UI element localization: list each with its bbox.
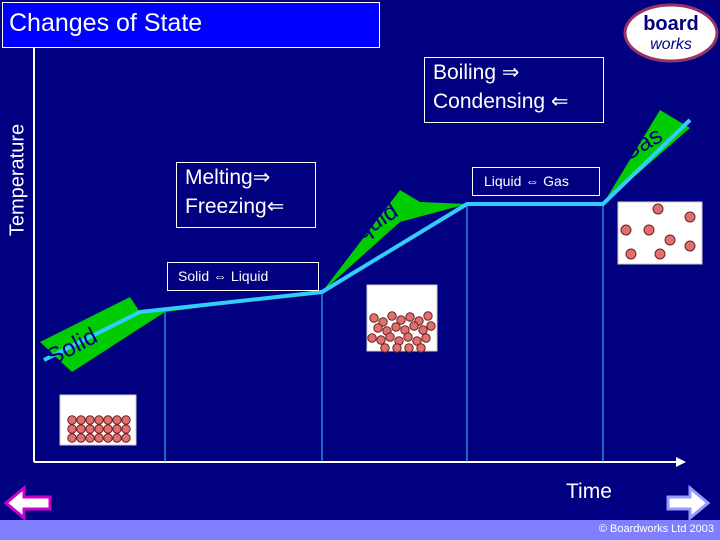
- particle: [625, 248, 637, 260]
- particle: [620, 224, 632, 236]
- phase-boundary-lines: [164, 204, 604, 462]
- condensing-label: Condensing ⇐: [433, 90, 569, 113]
- particle: [664, 234, 676, 246]
- particle: [376, 335, 386, 345]
- particle: [94, 433, 104, 443]
- particle: [121, 424, 131, 434]
- particle: [85, 424, 95, 434]
- particle: [385, 332, 395, 342]
- particle: [652, 203, 664, 215]
- particle: [76, 415, 86, 425]
- particle: [103, 433, 113, 443]
- slide-title: Changes of State: [2, 2, 380, 48]
- footer-strip: [0, 520, 720, 540]
- particle: [112, 415, 122, 425]
- back-arrow-icon[interactable]: [3, 484, 52, 522]
- gas-particles: [620, 203, 696, 260]
- particle: [367, 333, 377, 343]
- boiling-label: Boiling ⇒: [433, 61, 520, 84]
- particle: [423, 311, 433, 321]
- solid-particle-box: [59, 394, 137, 446]
- particle: [94, 415, 104, 425]
- particle: [654, 248, 666, 260]
- liquid-gas-box: Liquid ⇔ Gas: [472, 167, 600, 196]
- particle: [112, 424, 122, 434]
- forward-arrow-icon[interactable]: [666, 484, 711, 522]
- particle: [121, 433, 131, 443]
- particle: [67, 424, 77, 434]
- particle: [369, 313, 379, 323]
- copyright-text: © Boardworks Ltd 2003: [598, 523, 714, 535]
- particle: [404, 343, 414, 353]
- melting-freezing-box: Melting⇒ Freezing⇐: [176, 162, 316, 228]
- particle: [76, 424, 86, 434]
- particle: [392, 343, 402, 353]
- particle: [409, 321, 419, 331]
- liquid-particle-box: [366, 284, 438, 353]
- particle: [85, 415, 95, 425]
- particle: [684, 240, 696, 252]
- x-axis-label: Time: [566, 480, 612, 503]
- particle: [405, 312, 415, 322]
- particle: [416, 343, 426, 353]
- heating-curve: [43, 118, 692, 362]
- particle: [396, 315, 406, 325]
- particle: [426, 321, 436, 331]
- boiling-condensing-box: Boiling ⇒ Condensing ⇐: [424, 57, 604, 123]
- solid-particles: [67, 415, 131, 443]
- particle: [378, 317, 388, 327]
- particle: [418, 325, 428, 335]
- logo-text-board: board: [643, 13, 699, 35]
- gas-particle-box: [617, 201, 703, 265]
- y-axis-label: Temperature: [6, 123, 29, 237]
- melting-label: Melting⇒: [185, 166, 271, 189]
- particle: [412, 336, 422, 346]
- particle: [94, 424, 104, 434]
- particle: [67, 433, 77, 443]
- particle: [387, 311, 397, 321]
- particle: [103, 415, 113, 425]
- freezing-label: Freezing⇐: [185, 195, 285, 218]
- logo-text-works: works: [650, 36, 692, 53]
- liquid-particles: [367, 311, 436, 353]
- particle: [67, 415, 77, 425]
- particle: [121, 415, 131, 425]
- particle: [85, 433, 95, 443]
- particle: [643, 224, 655, 236]
- particle: [403, 332, 413, 342]
- x-axis-arrowhead: [676, 457, 686, 467]
- particle: [112, 433, 122, 443]
- boardworks-logo: board works: [623, 3, 719, 63]
- particle: [76, 433, 86, 443]
- particle: [373, 323, 383, 333]
- particle: [421, 333, 431, 343]
- particle: [684, 211, 696, 223]
- solid-liquid-box: Solid ⇔ Liquid: [167, 262, 319, 291]
- particle: [380, 343, 390, 353]
- particle: [103, 424, 113, 434]
- particle: [391, 322, 401, 332]
